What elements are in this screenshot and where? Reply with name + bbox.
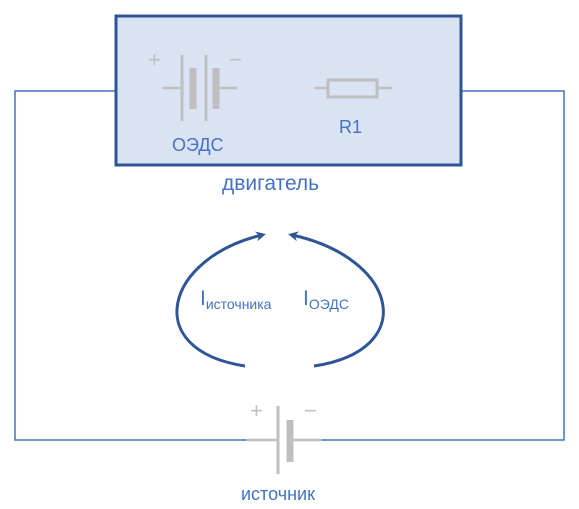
source-battery-symbol xyxy=(247,406,321,474)
wire-right xyxy=(321,90,565,441)
emf-current-symbol: I xyxy=(303,287,309,310)
source-current-symbol: I xyxy=(200,287,206,310)
source-label: источник xyxy=(241,484,315,504)
source-current-label: Iисточника xyxy=(200,287,272,312)
source-plus-sign: + xyxy=(250,398,263,423)
emf-current-label: IОЭДС xyxy=(303,287,349,312)
resistor-label: R1 xyxy=(339,117,362,137)
motor-box xyxy=(114,14,463,167)
emf-current-arrow xyxy=(288,231,385,368)
resistor-symbol xyxy=(314,78,392,99)
emf-plus-sign: + xyxy=(148,47,161,72)
circuit-wires xyxy=(14,90,565,441)
motor-label: двигатель xyxy=(222,172,319,195)
source-current-arrow xyxy=(175,231,266,368)
emf-current-subscript: ОЭДС xyxy=(309,296,349,312)
source-minus-sign: − xyxy=(304,398,317,423)
wire-left xyxy=(14,90,247,441)
emf-label: ОЭДС xyxy=(172,135,224,155)
emf-minus-sign: − xyxy=(229,47,242,72)
source-current-subscript: источника xyxy=(206,296,272,312)
emf-battery-symbol xyxy=(162,55,237,121)
